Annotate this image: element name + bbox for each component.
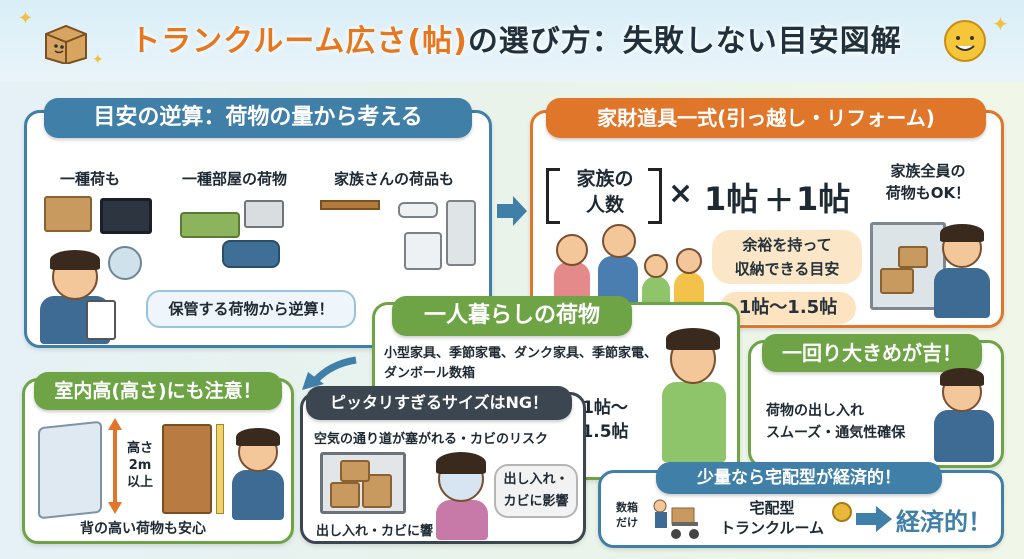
arrow-down-left-icon [300, 356, 358, 396]
sofa-icon [222, 240, 280, 268]
fan-icon [108, 246, 142, 280]
label-small-load: 一種荷も [60, 170, 121, 188]
bigger-person-body [934, 410, 994, 462]
label-one-room: 一種部屋の荷物 [182, 170, 288, 188]
cardboard-box-illustration [44, 196, 92, 232]
family-bubble: 家族全員の 荷物もOK！ [885, 162, 971, 202]
formula-times: × [668, 176, 694, 211]
single-items: 小型家具、季節家電、ダンク家具、季節家電、 ダンボール数箱 [384, 346, 658, 381]
cart-icon [650, 498, 706, 546]
single-heading: 一人暮らしの荷物 [392, 296, 632, 336]
single-person-hair [666, 328, 720, 350]
family-member-head [556, 234, 588, 266]
delivery-result: 経済的！ [896, 508, 992, 536]
formula-family-count: 家族の 人数 [576, 168, 634, 216]
stored-box [880, 268, 914, 294]
sun-mascot-icon [942, 18, 988, 64]
crowded-box [330, 482, 360, 508]
tight-heading: ピッタリすぎるサイズはNG！ [306, 386, 572, 420]
ceiling-person-body [232, 470, 284, 520]
table-icon [320, 200, 380, 210]
clipboard-icon [86, 300, 116, 340]
formula-plus: ＋ [764, 184, 794, 219]
formula-one-jo-a: 1帖 [704, 180, 759, 218]
crowded-box [340, 460, 370, 482]
bigger-text: 荷物の出し入れ スムーズ・通気性確保 [766, 403, 906, 441]
label-family: 家族さんの荷品も [334, 170, 455, 188]
ceiling-heading: 室内高(高さ)にも注意！ [34, 372, 282, 410]
delivery-heading: 少量なら宅配型が経済的！ [656, 462, 942, 494]
washer-icon [404, 232, 442, 270]
height-label: 高さ 2m 以上 [126, 441, 153, 490]
tv-icon [100, 198, 152, 234]
arrow-right-icon [856, 506, 892, 536]
cardboard-box-icon [42, 20, 90, 66]
stored-box [898, 246, 928, 268]
reverse-bubble: 保管する荷物から逆算！ [146, 290, 356, 328]
family-heading: 家財道具一式(引っ越し・リフォーム) [546, 98, 986, 138]
bigger-person-hair [940, 368, 984, 386]
bracket-right [648, 168, 662, 224]
ceiling-person-hair [236, 428, 280, 446]
worried-person-body [436, 500, 488, 540]
family-member [642, 276, 670, 306]
delivery-service: 宅配型 トランクルーム [719, 499, 825, 537]
wardrobe-icon [162, 424, 212, 514]
ac-icon [398, 202, 438, 218]
bed-icon [180, 212, 240, 238]
single-person-body [662, 382, 726, 462]
tight-bubble: 出し入れ・ カビに影響 [494, 464, 578, 518]
bracket-left [546, 168, 560, 224]
coin-stack-icon [832, 502, 852, 522]
worker-hair [50, 250, 100, 270]
formula-one-jo-b: 1帖 [796, 180, 851, 218]
page-title: トランクルーム広さ(帖)の選び方：失敗しない目安図解 [130, 24, 902, 59]
bigger-heading: 一回り大きめが吉！ [762, 334, 982, 372]
sparkle-icon: ✦ [92, 52, 104, 68]
tight-caption: 出し入れ・カビに響 [316, 524, 434, 539]
fridge-icon [446, 200, 476, 266]
family-member [674, 272, 704, 306]
ceiling-caption: 背の高い荷物も安心 [80, 521, 206, 537]
worried-person-hair [436, 452, 486, 474]
reverse-heading: 目安の逆算：荷物の量から考える [44, 98, 472, 138]
staff-hair [940, 224, 984, 242]
family-range: 1帖〜1.5帖 [720, 292, 856, 324]
sparkle-icon: ✦ [18, 8, 34, 29]
family-member-head [602, 224, 636, 258]
arrow-right-icon [497, 196, 527, 230]
delivery-small-label: 数箱 だけ [616, 501, 638, 529]
staff-body [934, 268, 990, 318]
height-arrow-icon [108, 418, 122, 518]
microwave-icon [244, 200, 284, 228]
ruler-icon [216, 424, 224, 514]
tight-subtitle: 空気の通り道が塞がれる・カビのリスク [314, 432, 549, 447]
title-bar [0, 0, 1024, 82]
sparkle-icon: ✦ [992, 12, 1009, 36]
family-member-head [644, 254, 668, 278]
mattress-icon [38, 420, 102, 520]
family-member-head [676, 248, 702, 274]
family-note: 余裕を持って 収納できる目安 [712, 230, 862, 284]
single-range: 1帖〜 1.5帖 [581, 398, 629, 442]
